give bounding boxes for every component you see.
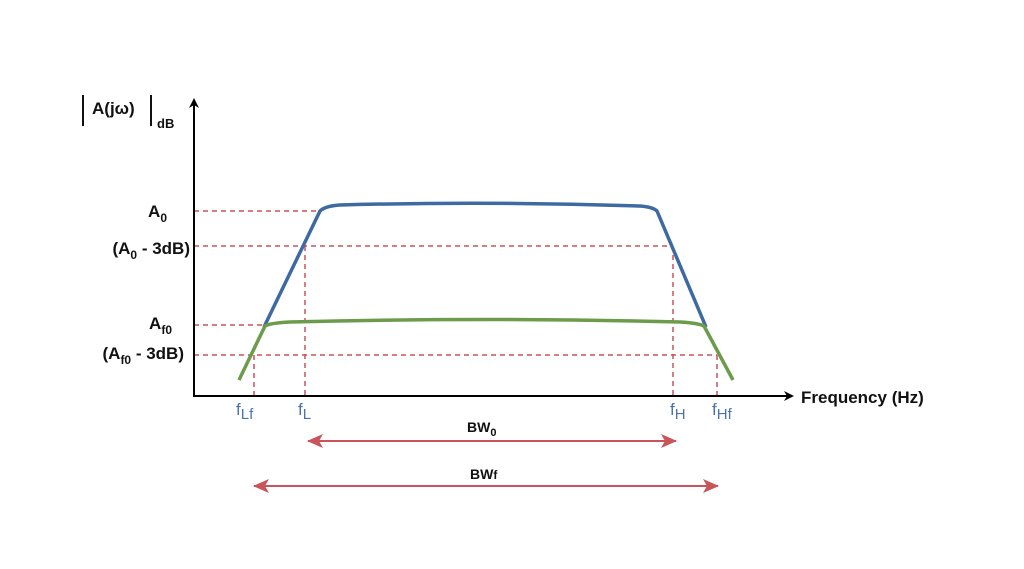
marker-fl: fL bbox=[298, 400, 311, 423]
bwf-label: BWf bbox=[470, 466, 498, 482]
open-loop-gain-curve bbox=[262, 201, 708, 328]
label-af0: Af0 bbox=[149, 314, 172, 337]
guide-lines bbox=[194, 210, 718, 396]
label-af0-3db: (Af0 - 3dB) bbox=[102, 344, 184, 367]
marker-fh: fH bbox=[670, 400, 686, 423]
marker-flf: fLf bbox=[236, 400, 254, 423]
y-axis-label: A(jω) dB bbox=[82, 95, 174, 131]
y-axis-title: A(jω) bbox=[92, 99, 135, 118]
y-axis-unit: dB bbox=[157, 116, 174, 131]
x-axis-title: Frequency (Hz) bbox=[801, 388, 924, 407]
bw0-label: BW0 bbox=[467, 419, 496, 439]
label-a0: A0 bbox=[148, 202, 167, 225]
feedback-gain-curve bbox=[237, 317, 735, 381]
marker-fhf: fHf bbox=[712, 400, 733, 423]
label-a0-3db: (A0 - 3dB) bbox=[112, 239, 190, 262]
